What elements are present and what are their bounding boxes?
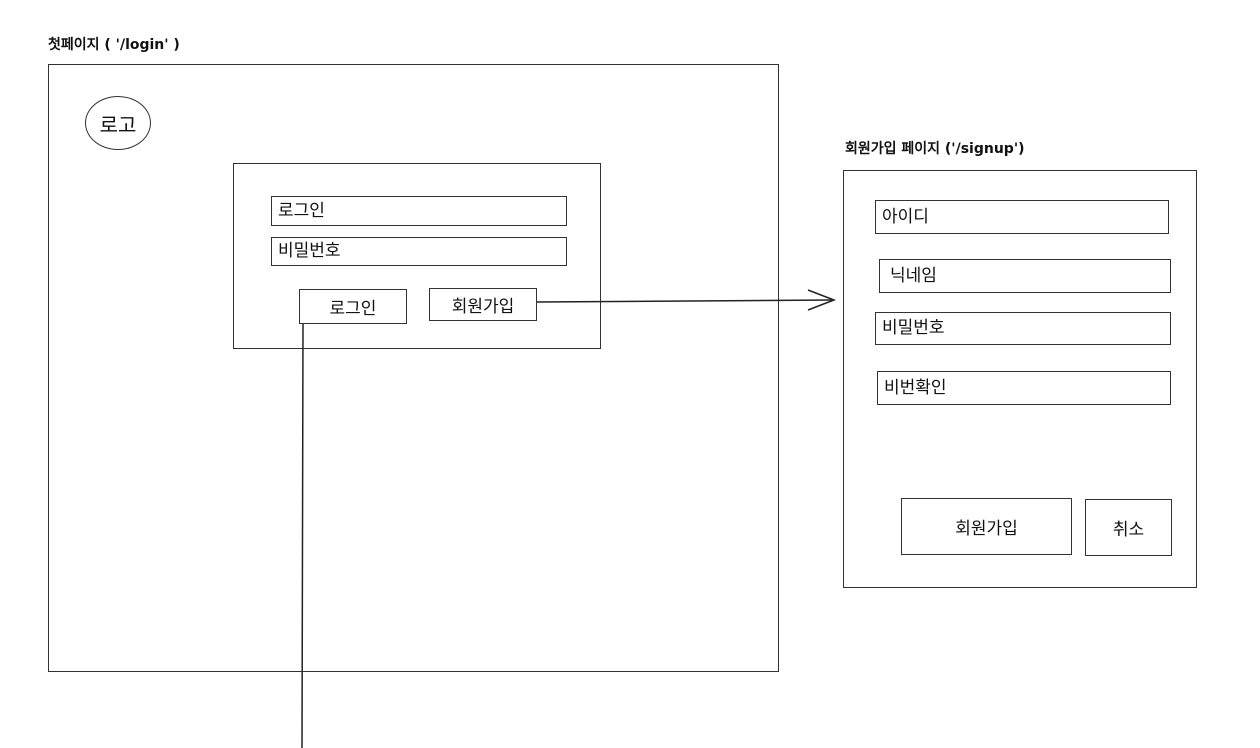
signup-password-confirm-input[interactable]: 비번확인 [877, 371, 1171, 405]
login-password-input[interactable]: 비밀번호 [271, 237, 567, 266]
signup-id-input[interactable]: 아이디 [875, 200, 1169, 234]
signup-button[interactable]: 회원가입 [429, 288, 537, 321]
login-id-input[interactable]: 로그인 [271, 196, 567, 226]
signup-page-caption: 회원가입 페이지 ('/signup') [845, 141, 1025, 157]
signup-nickname-input[interactable]: 닉네임 [879, 259, 1171, 293]
logo-label: 로고 [99, 112, 137, 137]
logo: 로고 [85, 96, 151, 150]
signup-password-input[interactable]: 비밀번호 [875, 312, 1171, 345]
signup-submit-button[interactable]: 회원가입 [901, 498, 1072, 555]
login-page-frame [48, 64, 779, 672]
login-page-caption: 첫페이지 ( '/login' ) [48, 37, 180, 53]
signup-flow-arrowhead [807, 289, 837, 311]
signup-cancel-button[interactable]: 취소 [1085, 499, 1172, 556]
login-button[interactable]: 로그인 [299, 289, 407, 324]
